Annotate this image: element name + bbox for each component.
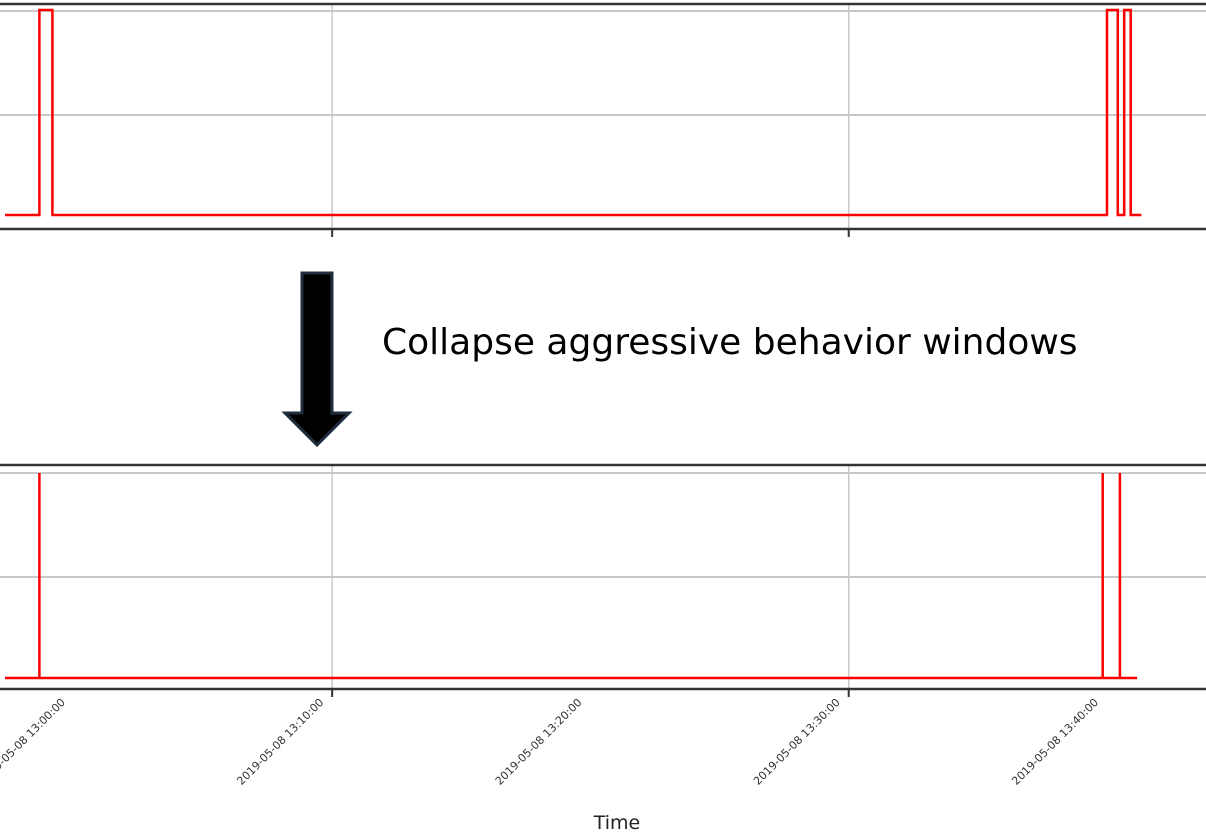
x-tick-label: 2019-05-08 13:30:00 [751,696,843,788]
top-chart-panel [0,2,1206,237]
down-arrow-shape [281,271,353,448]
x-tick-label: 2019-05-08 13:00:00 [0,696,68,788]
series-line [5,473,1138,680]
x-tick-label: 2019-05-08 13:40:00 [1009,696,1101,788]
down-arrow-icon [281,271,353,448]
bottom-chart-panel: 2019-05-08 13:00:00 2019-05-08 13:10:00 20… [0,463,1206,788]
x-tick-label: 2019-05-08 13:10:00 [234,696,326,788]
annotation-caption: Collapse aggressive behavior windows [382,322,1078,363]
series-line [5,8,1142,217]
x-tick-label: 2019-05-08 13:20:00 [493,696,585,788]
x-axis-label: Time [593,812,641,834]
